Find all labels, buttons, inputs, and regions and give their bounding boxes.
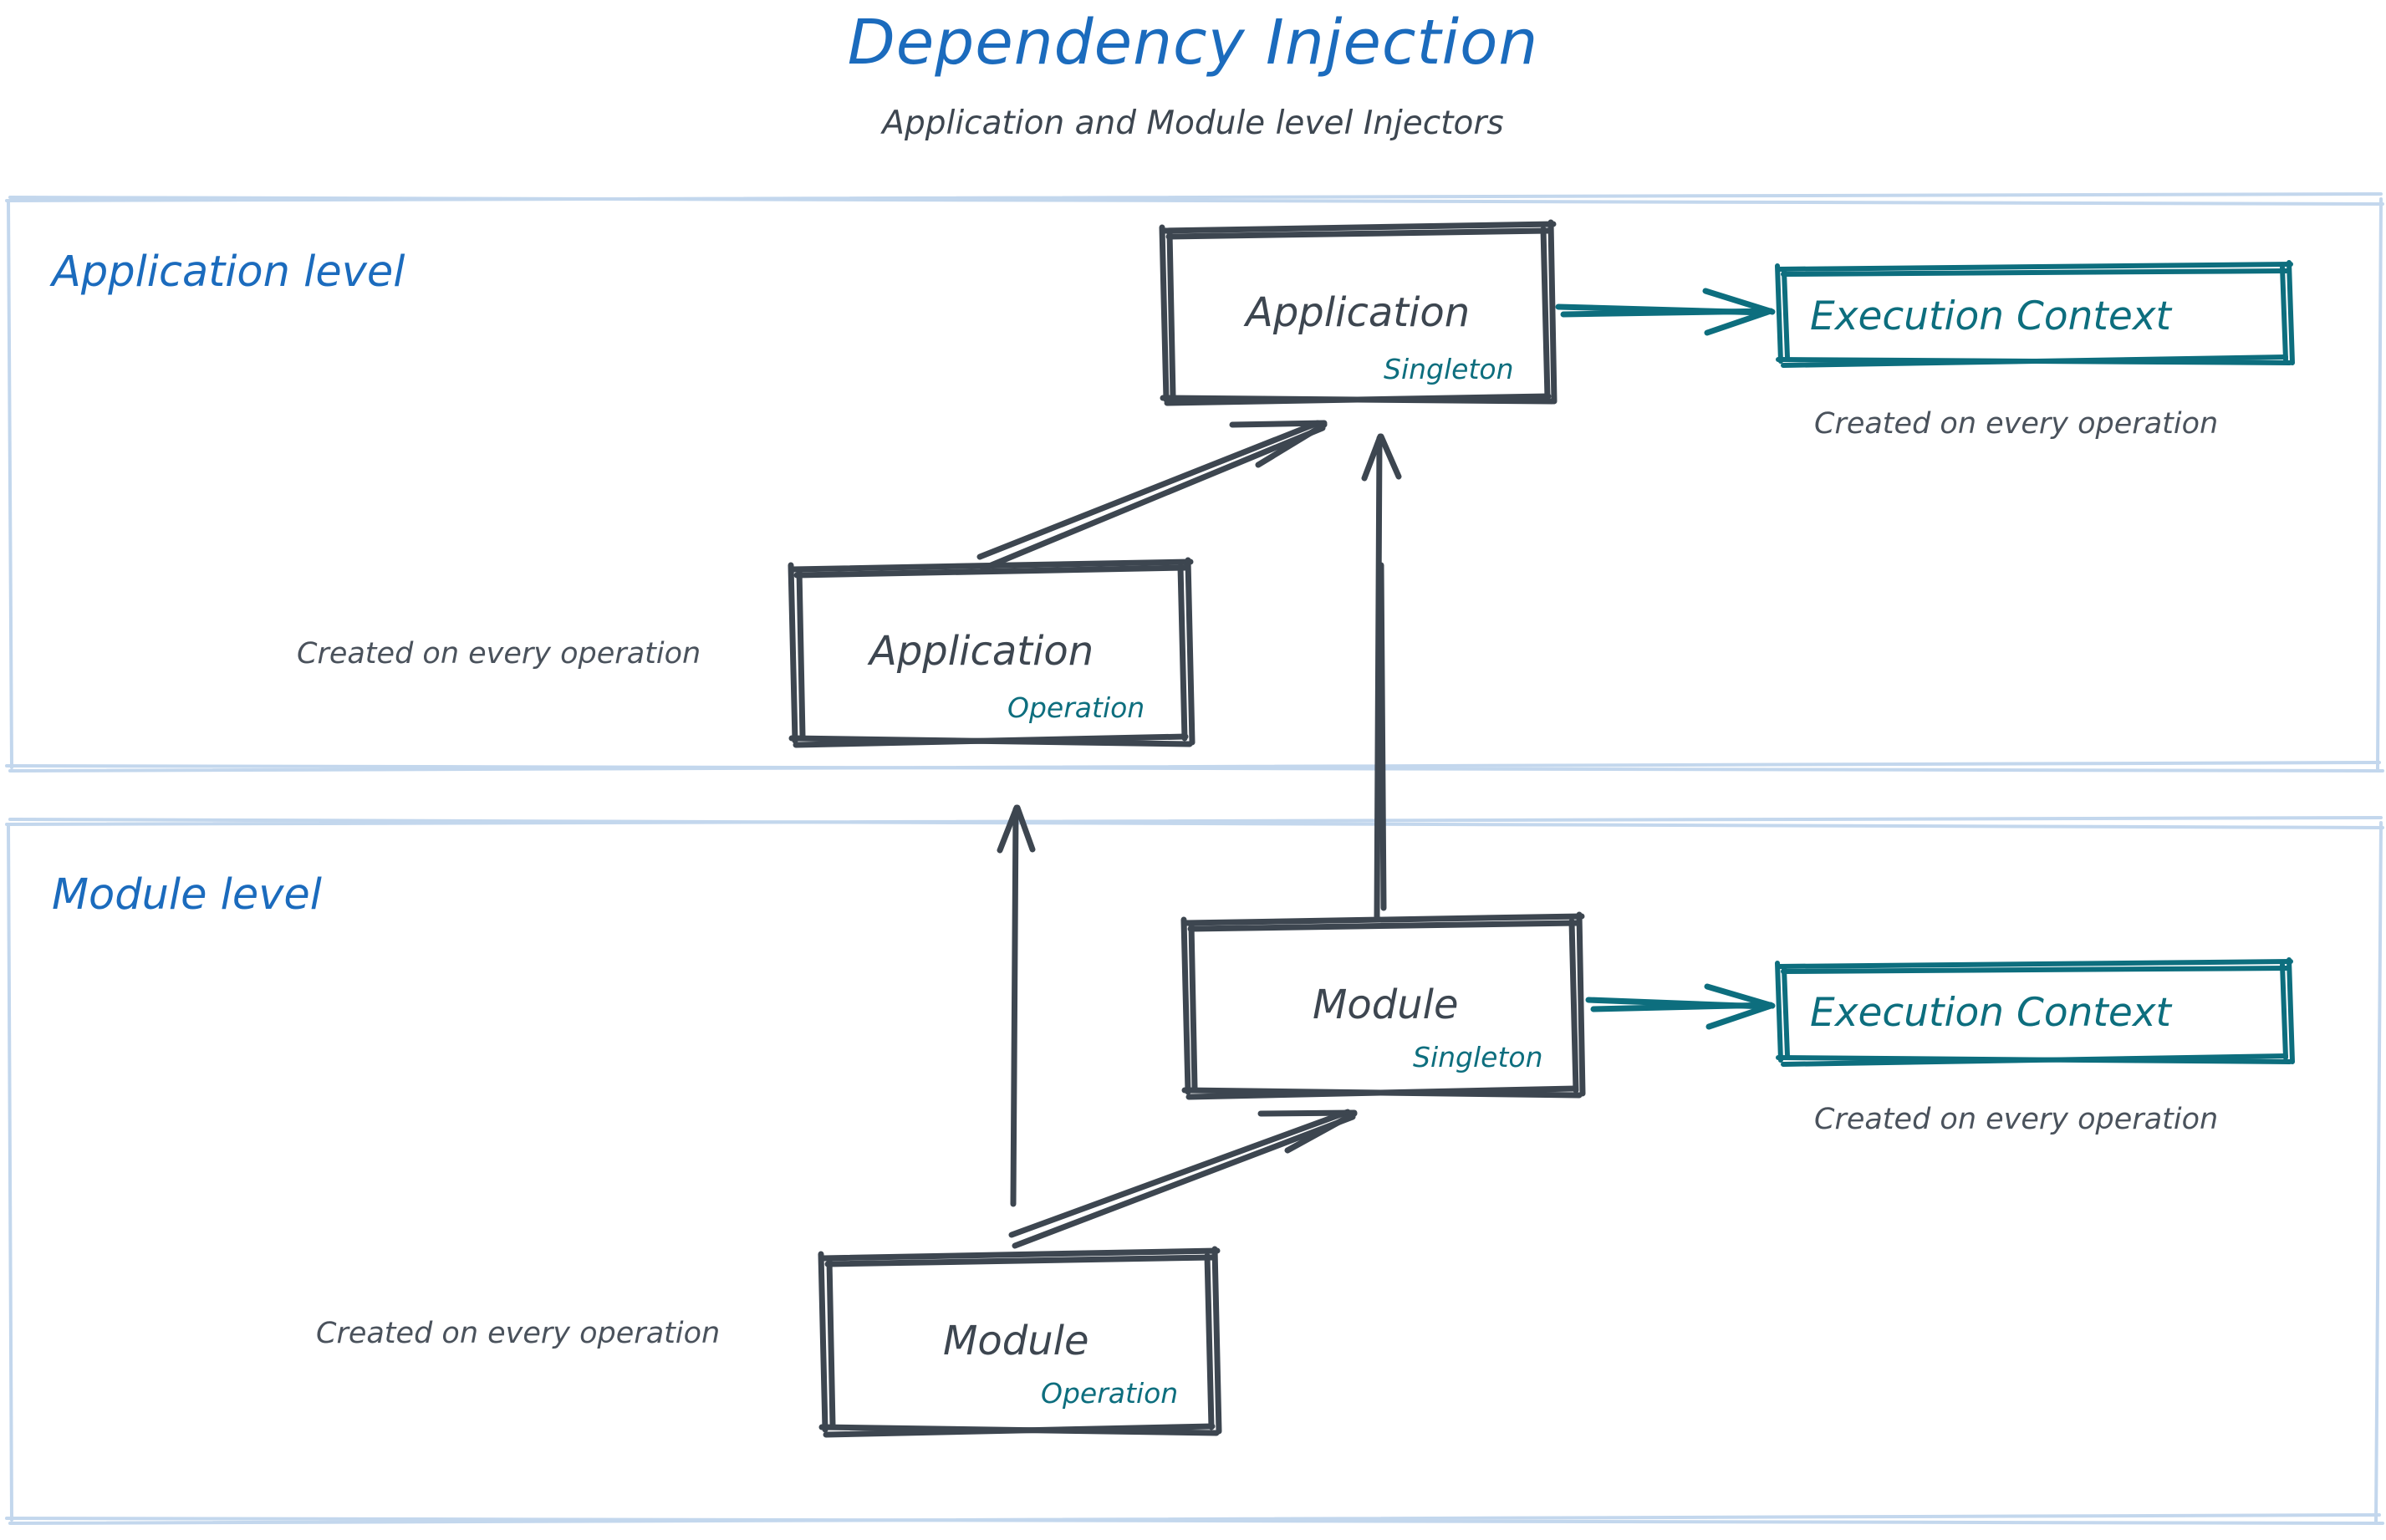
note-execution-context-application: Created on every operation <box>1814 407 2219 441</box>
node-badge-module-operation: Operation <box>1041 1377 1179 1410</box>
node-application-singleton-box[interactable] <box>1159 219 1558 406</box>
node-module-operation-box[interactable] <box>818 1246 1222 1438</box>
node-execution-context-module-box[interactable] <box>1775 957 2295 1067</box>
node-label-application-operation: Application <box>869 628 1094 675</box>
note-module-operation: Created on every operation <box>316 1317 721 1350</box>
node-module-singleton-box[interactable] <box>1180 911 1586 1100</box>
node-badge-application-singleton: Singleton <box>1384 353 1514 385</box>
panel-module-level-frame <box>5 816 2384 1525</box>
arrow-module-operation-to-app-operation <box>997 804 1036 1207</box>
panel-title-application-level: Application level <box>52 247 405 297</box>
node-label-application-singleton: Application <box>1246 289 1471 336</box>
note-application-operation: Created on every operation <box>297 637 701 671</box>
arrow-module-singleton-to-execution-context <box>1585 983 1776 1030</box>
arrow-app-operation-to-app-singleton <box>976 420 1328 572</box>
node-execution-context-application-box[interactable] <box>1775 260 2295 368</box>
node-label-module-singleton: Module <box>1313 982 1459 1028</box>
node-label-execution-context-application: Execution Context <box>1810 293 2171 339</box>
panel-application-level-frame <box>5 192 2384 773</box>
node-label-module-operation: Module <box>943 1318 1089 1364</box>
note-execution-context-module: Created on every operation <box>1814 1103 2219 1136</box>
node-badge-application-operation: Operation <box>1007 691 1145 724</box>
arrow-module-operation-to-module-singleton <box>1008 1109 1358 1249</box>
arrow-module-singleton-to-app-singleton <box>1361 433 1402 920</box>
page-subtitle: Application and Module level Injectors <box>882 105 1504 142</box>
node-label-execution-context-module: Execution Context <box>1810 990 2171 1036</box>
node-badge-module-singleton: Singleton <box>1413 1041 1543 1073</box>
page-title: Dependency Injection <box>847 7 1539 79</box>
arrow-app-singleton-to-execution-context <box>1555 288 1776 336</box>
panel-title-module-level: Module level <box>52 870 322 920</box>
